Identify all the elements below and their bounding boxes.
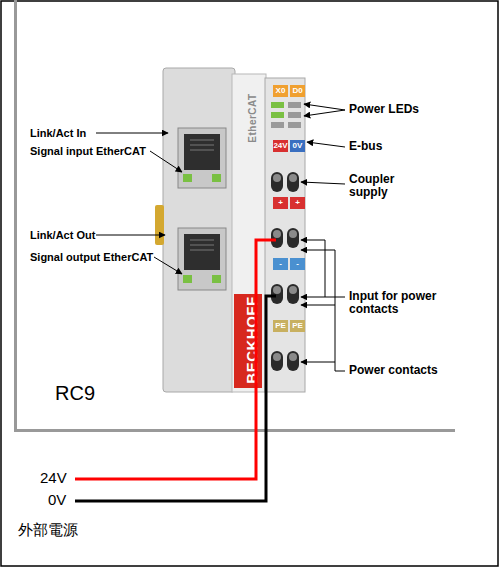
terminal-tag: D0 (290, 85, 305, 97)
terminal-label: + (295, 199, 300, 207)
terminal-label: 24V (273, 142, 287, 150)
callout-label: E-bus (349, 140, 382, 153)
module-text: BECKHOFF (243, 296, 260, 383)
callout-label: Signal output EtherCAT (30, 251, 153, 263)
callout-label: Signal input EtherCAT (30, 145, 146, 157)
brand-band (234, 294, 262, 388)
region-name: RC9 (55, 382, 95, 405)
terminal-label: - (279, 260, 282, 268)
terminal-tag: + (290, 197, 305, 209)
wire-24v (75, 240, 276, 479)
callout-label: Coupler supply (349, 173, 411, 199)
callout-label: Power contacts (349, 364, 438, 377)
coupler-strip (232, 74, 266, 392)
terminal-tag: - (273, 258, 288, 270)
terminal-label: - (296, 260, 299, 268)
terminal-tag: X0 (273, 85, 288, 97)
power-source-label: 外部電源 (18, 522, 78, 539)
terminal-label: X0 (276, 87, 286, 95)
leader-line (96, 104, 345, 371)
terminal-hole (271, 172, 299, 371)
callout-label: Link/Act Out (30, 229, 95, 241)
terminal-tag: + (273, 197, 288, 209)
voltage-label: 0V (48, 492, 66, 509)
wire-0v (75, 296, 276, 501)
terminal-tag: 24V (273, 140, 288, 152)
terminal-label: PE (292, 322, 303, 330)
terminal-strip (265, 78, 305, 392)
terminal-label: D0 (292, 87, 302, 95)
voltage-label: 24V (40, 470, 67, 487)
coupler-body (163, 68, 235, 392)
rj45-port (178, 228, 226, 290)
terminal-release (273, 174, 297, 361)
ethercat-coupler: X0 D0 24V 0V + + - - PE PE EtherCAT BECKHOFF (166, 68, 308, 392)
latch-tab (155, 205, 164, 245)
terminal-tag: PE (273, 320, 288, 332)
terminal-label: + (278, 199, 283, 207)
terminal-tag: - (290, 258, 305, 270)
callout-label: Power LEDs (349, 103, 419, 116)
callout-label: Input for power contacts (349, 290, 445, 316)
rj45-port (178, 128, 226, 188)
terminal-tag: PE (290, 320, 305, 332)
terminal-label: PE (275, 322, 286, 330)
callout-label: Link/Act In (30, 127, 86, 139)
module-text: EtherCAT (247, 93, 258, 142)
power-led (271, 102, 301, 128)
terminal-tag: 0V (290, 140, 305, 152)
terminal-label: 0V (293, 142, 303, 150)
